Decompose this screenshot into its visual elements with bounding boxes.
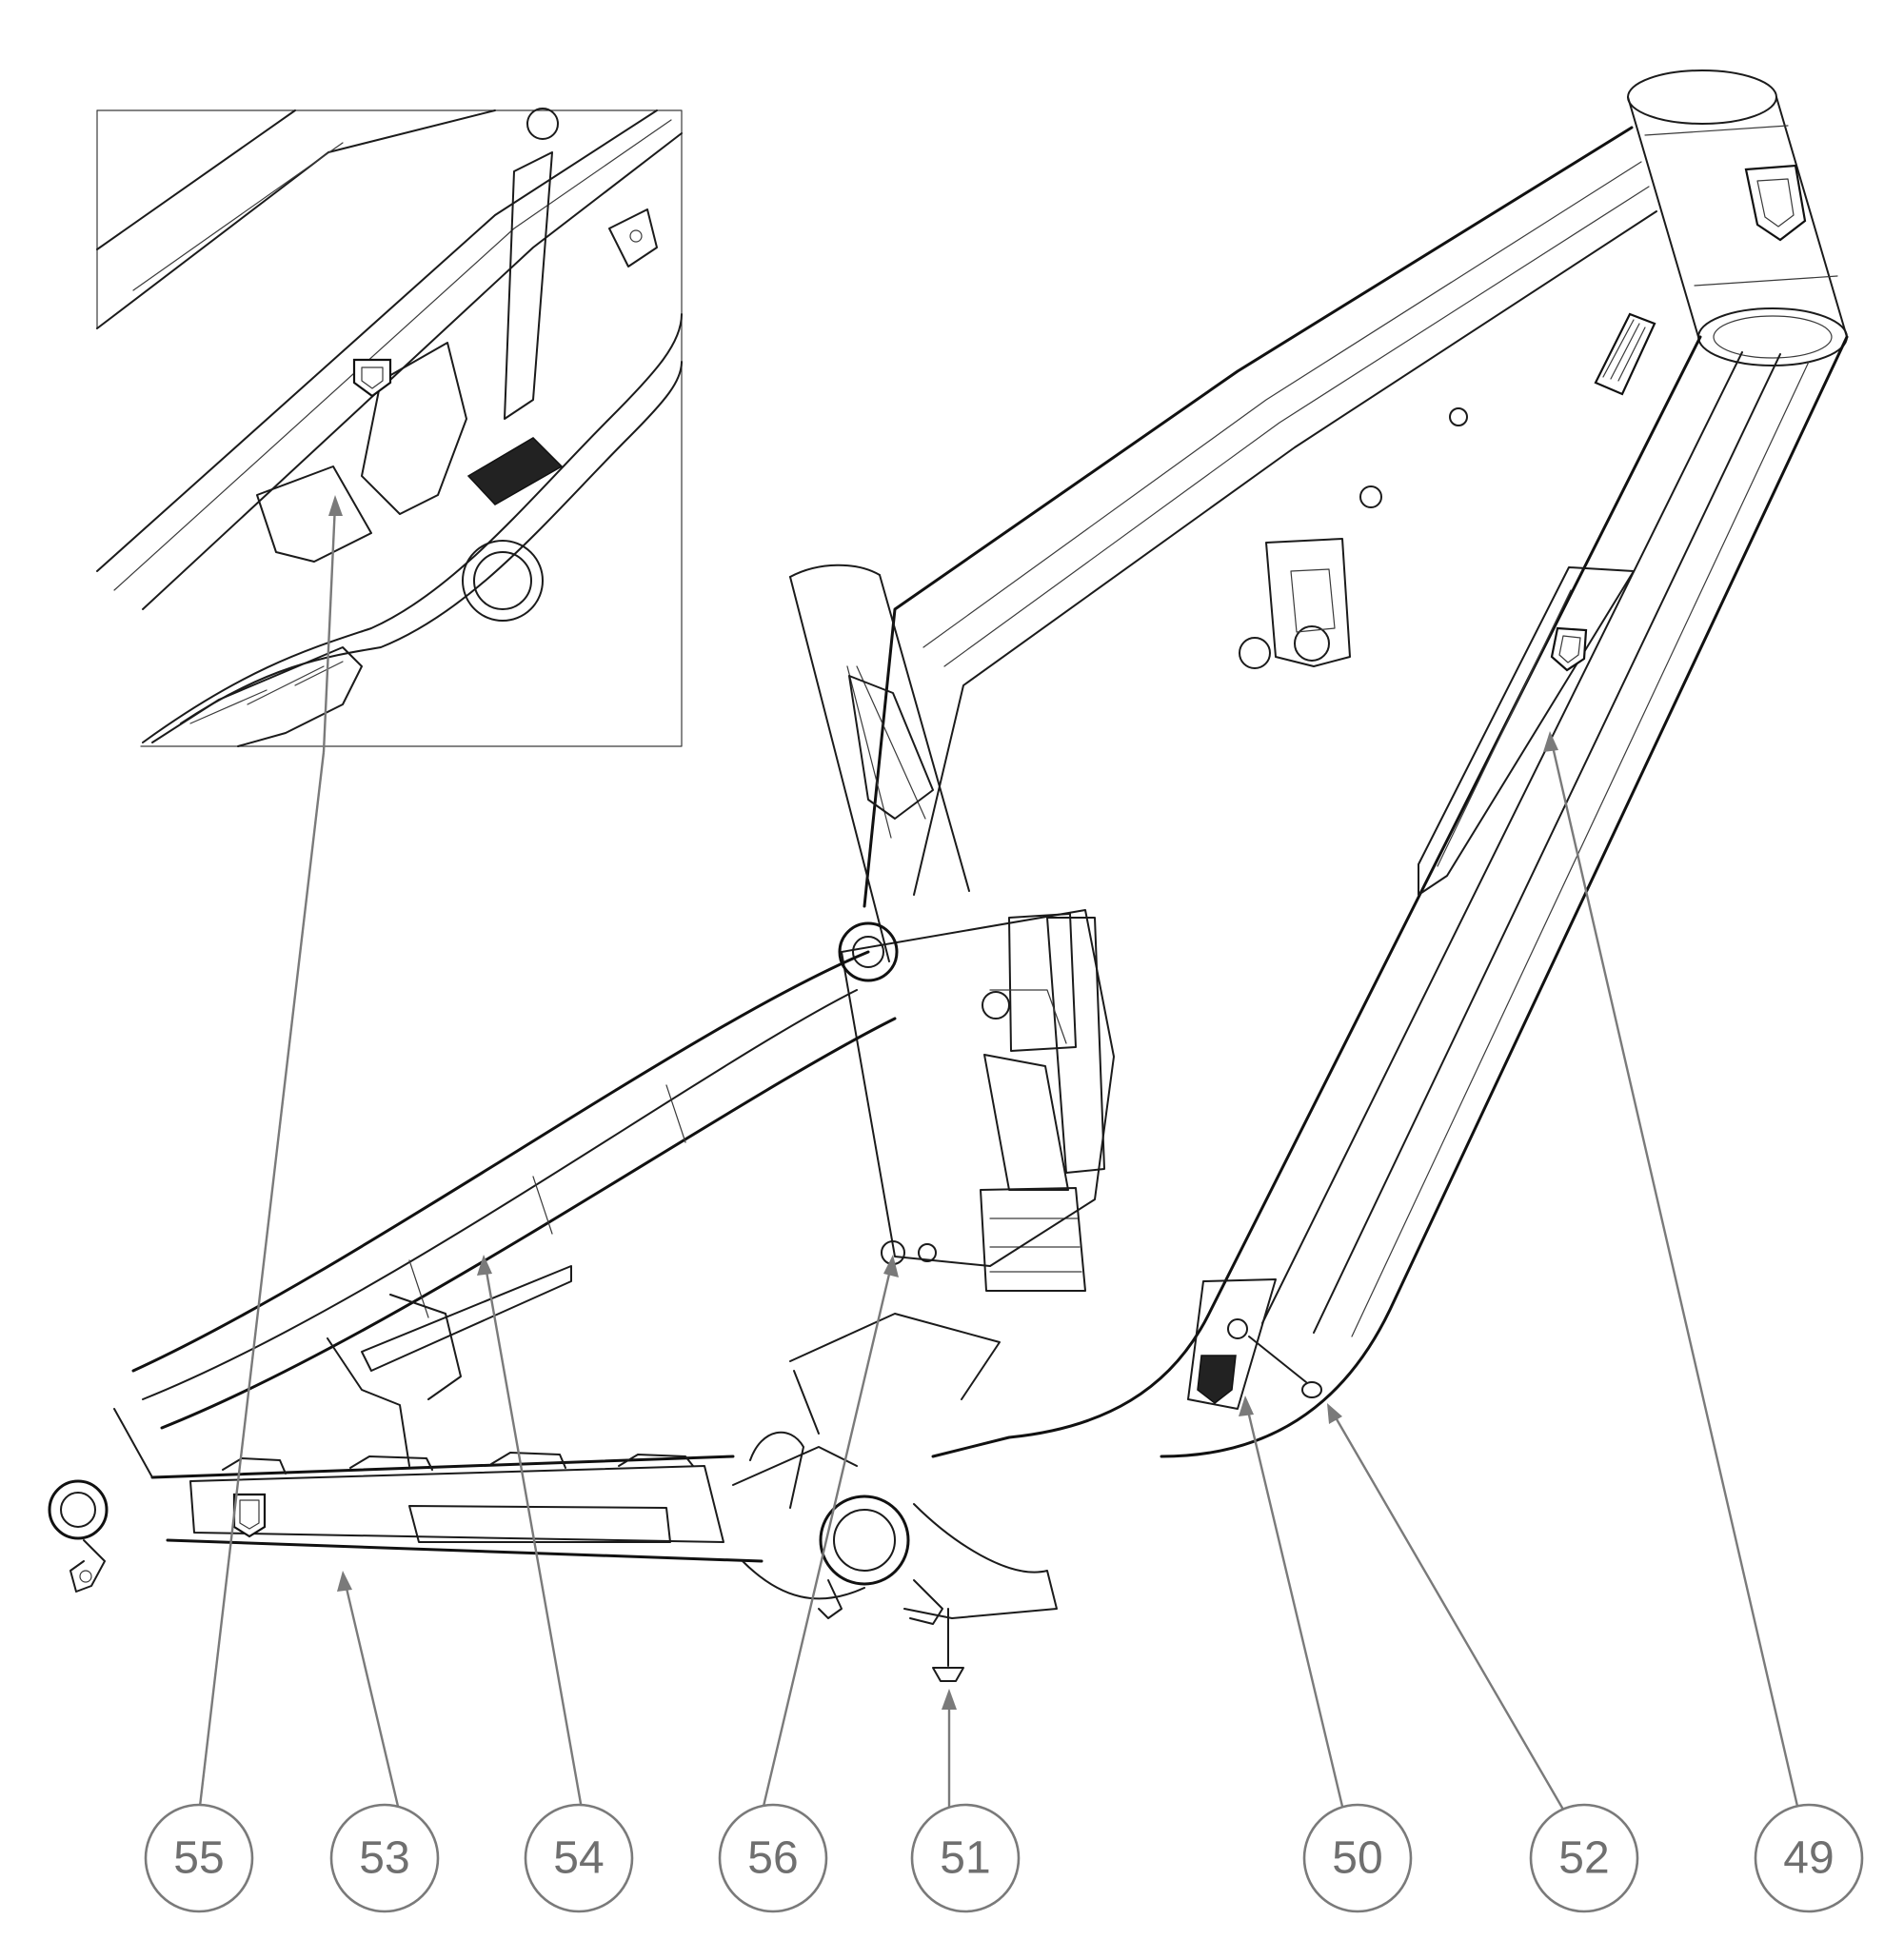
callout-56: 56 xyxy=(718,1803,828,1913)
down-tube-guard xyxy=(1418,566,1635,896)
leader-lines xyxy=(197,495,1801,1815)
rear-axle-dropout xyxy=(48,1479,109,1540)
leader-54 xyxy=(484,1265,585,1815)
chain-stay xyxy=(48,1294,764,1593)
inset-bb-shell xyxy=(462,540,544,622)
seatstay-protector xyxy=(361,1265,572,1372)
inset-chainstay-protector xyxy=(466,437,564,505)
callout-56-label: 56 xyxy=(747,1833,798,1884)
detail-inset-view xyxy=(96,108,683,747)
callout-50-label: 50 xyxy=(1332,1833,1382,1884)
inset-seat-tube-mid xyxy=(113,119,672,591)
inset-shock-body xyxy=(361,342,467,515)
bottom-bracket xyxy=(732,1240,1058,1625)
screw-52 xyxy=(1248,1336,1322,1398)
inset-border xyxy=(96,109,683,747)
inset-chainguard xyxy=(151,646,363,747)
leader-53 xyxy=(343,1579,402,1815)
bb-shell xyxy=(819,1495,910,1586)
lower-down-tube-guard xyxy=(1187,1278,1277,1410)
inset-rear-stay xyxy=(142,313,683,743)
inset-seat-tube-left xyxy=(96,109,658,572)
callout-bubbles: 55 53 54 56 51 50 52 49 xyxy=(144,1803,1864,1913)
down-tube xyxy=(931,335,1849,1458)
derailleur-hanger xyxy=(69,1539,106,1593)
inset-downtube-lower xyxy=(96,109,496,329)
inset-rear-stay-inner xyxy=(180,361,683,724)
callout-55: 55 xyxy=(144,1803,254,1913)
callout-52: 52 xyxy=(1529,1803,1639,1913)
callout-53-label: 53 xyxy=(359,1833,409,1884)
top-tube-vent xyxy=(1594,312,1656,396)
seat-tube xyxy=(789,564,970,962)
lower-shield-logo-icon xyxy=(1197,1355,1237,1404)
inset-shield-inner xyxy=(361,366,384,389)
leader-49 xyxy=(1550,742,1801,1815)
callout-53: 53 xyxy=(329,1803,440,1913)
inset-chainguard-ribs xyxy=(189,661,344,724)
callout-55-label: 55 xyxy=(173,1833,224,1884)
callout-50: 50 xyxy=(1302,1803,1413,1913)
main-frame-drawing xyxy=(48,69,1849,1682)
seat-stay xyxy=(131,950,897,1430)
callout-54: 54 xyxy=(524,1803,634,1913)
leader-55 xyxy=(197,751,326,1815)
inset-shock-link xyxy=(504,151,553,420)
leader-56 xyxy=(760,1265,893,1815)
rear-shock xyxy=(980,913,1105,1292)
head-tube xyxy=(1627,69,1848,366)
head-tube-shield-logo-icon xyxy=(1744,164,1807,242)
callout-54-label: 54 xyxy=(553,1833,604,1884)
inset-pivot-top xyxy=(526,108,559,140)
callout-51: 51 xyxy=(910,1803,1021,1913)
inset-port-hole xyxy=(629,229,643,243)
shock-mount-bracket xyxy=(1265,538,1351,667)
inset-bb-shell-inner xyxy=(473,551,532,610)
top-tube-bolt-1 xyxy=(1449,407,1468,426)
inset-downtube-edge xyxy=(132,142,344,291)
guard-screw-hole xyxy=(1227,1318,1248,1339)
screw-51 xyxy=(932,1608,964,1682)
down-tube-shield-logo-icon xyxy=(1550,626,1588,672)
inset-downtube-upper xyxy=(96,109,296,250)
callout-49-label: 49 xyxy=(1783,1833,1834,1884)
inset-shield-logo-icon xyxy=(352,358,392,398)
inset-cover-piece xyxy=(256,465,372,563)
chainstay-protector xyxy=(189,1465,724,1543)
inset-cable-port xyxy=(608,208,658,267)
top-tube xyxy=(863,126,1657,908)
callout-49: 49 xyxy=(1754,1803,1864,1913)
callout-51-label: 51 xyxy=(940,1833,990,1884)
leader-50 xyxy=(1245,1406,1346,1815)
main-pivot-bolt xyxy=(838,921,899,982)
screw-icon-51 xyxy=(932,1667,964,1682)
screw-icon xyxy=(1248,1336,1307,1383)
rocker-link xyxy=(838,909,1115,1267)
leader-52 xyxy=(1331,1412,1568,1815)
callout-52-label: 52 xyxy=(1558,1833,1609,1884)
top-tube-bolt-2 xyxy=(1359,485,1382,508)
inset-seat-tube-right xyxy=(142,132,683,610)
